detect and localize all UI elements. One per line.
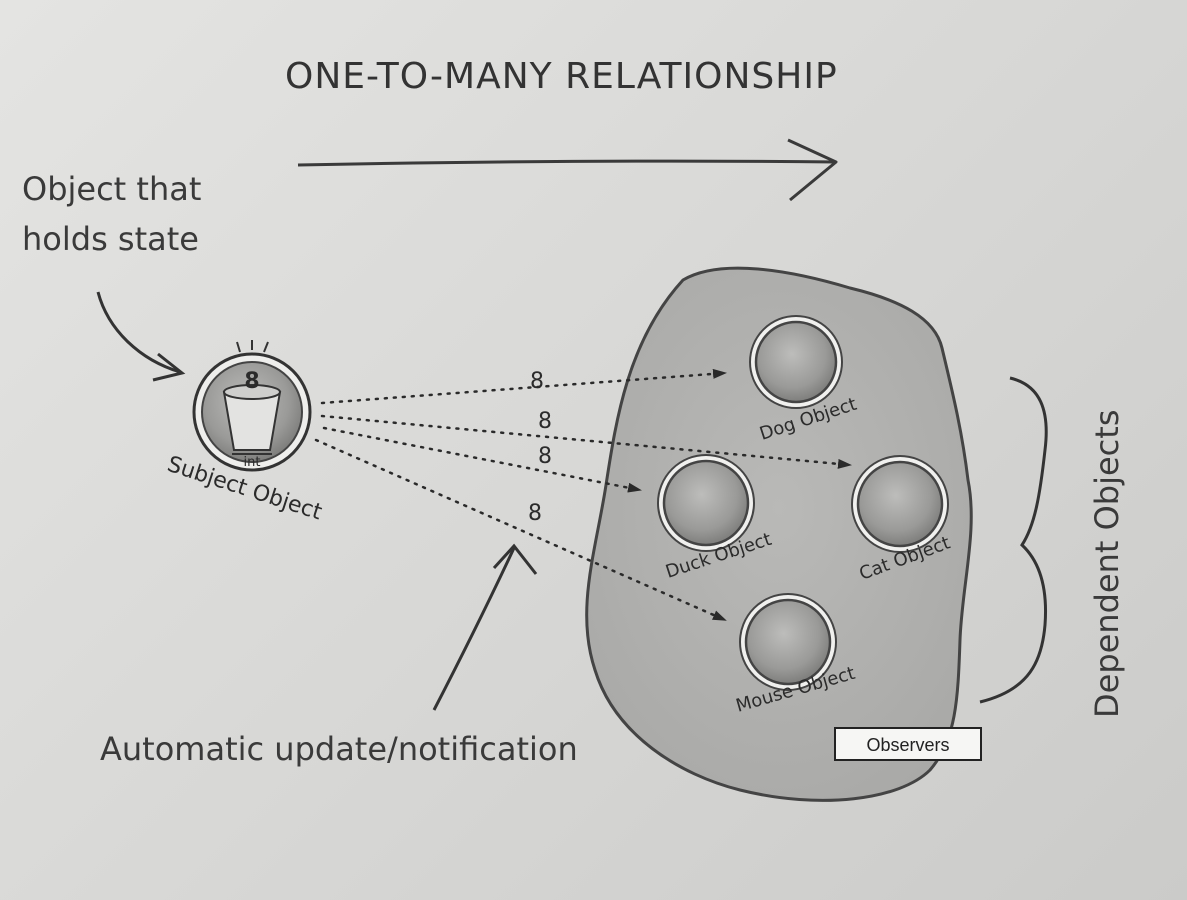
notification-arrows — [314, 368, 852, 622]
message-label-dog: 8 — [530, 369, 544, 394]
arrow-to-mouse — [314, 438, 727, 622]
subject-type-label: int — [244, 455, 261, 470]
one-to-many-arrow — [297, 138, 838, 202]
state-note-arrow — [96, 291, 186, 382]
observers-box: Observers — [834, 727, 982, 761]
state-holder-note-line2: holds state — [22, 220, 199, 258]
dependent-brace — [979, 376, 1048, 704]
arrow-to-cat — [320, 414, 852, 469]
diagram-title: ONE-TO-MANY RELATIONSHIP — [285, 56, 838, 97]
mouse-object — [739, 593, 837, 691]
duck-object — [657, 454, 755, 552]
cat-object — [851, 455, 949, 553]
message-label-duck: 8 — [538, 444, 552, 469]
message-label-mouse: 8 — [528, 501, 542, 526]
subject-object: 8 int — [192, 340, 312, 472]
dog-object — [749, 315, 843, 409]
dependent-objects-label: Dependent Objects — [1088, 410, 1126, 719]
subject-state-value: 8 — [244, 369, 259, 394]
notification-note-arrow — [432, 543, 538, 711]
arrow-to-duck — [322, 426, 642, 493]
message-label-cat: 8 — [538, 409, 552, 434]
notification-note: Automatic update/notification — [100, 730, 578, 768]
state-holder-note-line1: Object that — [22, 170, 201, 208]
observers-box-label: Observers — [866, 735, 949, 755]
int-cup-icon — [222, 391, 282, 451]
